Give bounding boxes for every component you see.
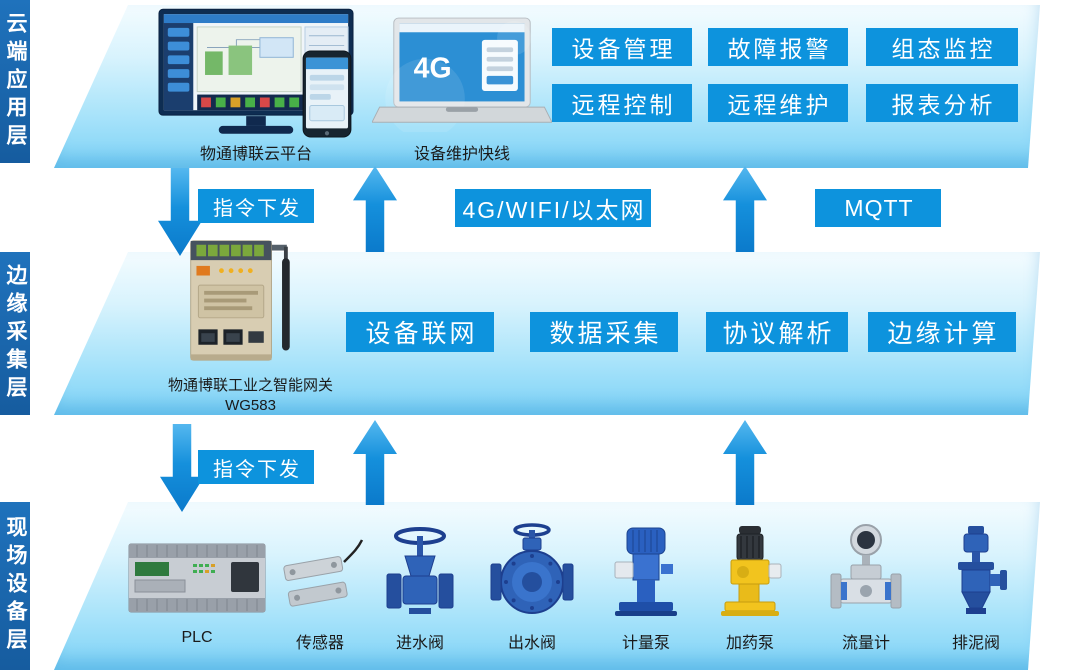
command-down-label-bottom: 指令下发 <box>198 450 314 484</box>
device-inlet-valve: 进水阀 <box>372 518 468 653</box>
cloud-button-fault-alarm: 故障报警 <box>708 28 848 66</box>
uplink-network-label: 4G/WIFI/以太网 <box>455 189 651 227</box>
cloud-platform-phone-image <box>302 50 352 138</box>
device-label-outlet-valve: 出水阀 <box>507 635 556 652</box>
edge-feature-edge-computing: 边缘计算 <box>868 312 1016 352</box>
mud-valve-image <box>941 518 1011 622</box>
phone-icon <box>302 50 352 138</box>
flow-meter-image <box>823 518 909 622</box>
gateway-icon <box>190 240 290 361</box>
butterfly-valve-icon <box>490 523 574 614</box>
sensor-image <box>274 518 366 622</box>
uplink-arrow-edge-to-cloud-1 <box>353 166 397 252</box>
plc-image <box>127 518 267 622</box>
cloud-button-report-analysis: 报表分析 <box>866 84 1018 122</box>
device-label-mud-valve: 排泥阀 <box>951 635 1000 652</box>
uplink-arrow-field-to-edge-1 <box>353 420 397 505</box>
dosing-pump-image <box>711 518 789 622</box>
metering-pump-image <box>607 518 685 622</box>
device-mud-valve: 排泥阀 <box>930 518 1022 653</box>
cloud-button-device-management: 设备管理 <box>552 28 692 66</box>
uplink-arrow-field-to-edge-2 <box>723 420 767 505</box>
gateway-caption-line2: WG583 <box>225 396 276 414</box>
gate-valve-icon <box>386 527 454 614</box>
sensor-icon <box>283 539 364 607</box>
cloud-platform-monitor-image <box>158 8 354 138</box>
cloud-button-remote-control: 远程控制 <box>552 84 692 122</box>
plc-icon <box>128 543 266 613</box>
device-sensor: 传感器 <box>272 518 368 653</box>
device-plc: PLC <box>122 518 272 647</box>
layer-label-edge: 边缘采集层 <box>0 252 30 415</box>
gateway-image <box>183 230 308 372</box>
monitor-icon <box>158 8 354 134</box>
device-label-metering-pump: 计量泵 <box>621 635 670 652</box>
device-outlet-valve: 出水阀 <box>480 518 584 653</box>
edge-feature-data-collection: 数据采集 <box>530 312 678 352</box>
laptop-icon: 4G <box>372 17 552 132</box>
cloud-platform-caption: 物通博联云平台 <box>199 146 312 163</box>
device-metering-pump: 计量泵 <box>600 518 692 653</box>
command-down-label-top: 指令下发 <box>198 189 314 223</box>
device-label-plc: PLC <box>181 629 213 646</box>
dosing-pump-icon <box>721 526 782 616</box>
mud-valve-icon <box>958 526 1007 614</box>
device-label-inlet-valve: 进水阀 <box>395 635 444 652</box>
cloud-button-remote-maintenance: 远程维护 <box>708 84 848 122</box>
device-flow-meter: 流量计 <box>818 518 914 653</box>
layer-label-field: 现场设备层 <box>0 502 30 670</box>
device-dosing-pump: 加药泵 <box>704 518 796 653</box>
gateway-caption-line1: 物通博联工业之智能网关 <box>167 377 333 394</box>
device-label-flow-meter: 流量计 <box>841 635 890 652</box>
uplink-arrow-edge-to-cloud-2 <box>723 166 767 252</box>
laptop-screen-text: 4G <box>414 53 452 85</box>
layer-label-cloud: 云端应用层 <box>0 0 30 163</box>
metering-pump-icon <box>614 527 677 616</box>
flow-meter-icon <box>830 524 902 609</box>
gateway-caption: 物通博联工业之智能网关 WG583 <box>128 376 373 415</box>
maintenance-laptop-image: 4G <box>372 14 552 132</box>
outlet-valve-image <box>485 518 579 622</box>
device-label-sensor: 传感器 <box>295 635 344 652</box>
mqtt-label: MQTT <box>815 189 941 227</box>
edge-feature-protocol-parsing: 协议解析 <box>706 312 848 352</box>
inlet-valve-image <box>379 518 461 622</box>
maintenance-service-caption: 设备维护快线 <box>413 146 510 163</box>
device-label-dosing-pump: 加药泵 <box>725 635 774 652</box>
edge-feature-device-networking: 设备联网 <box>346 312 494 352</box>
cloud-button-scada-monitoring: 组态监控 <box>866 28 1018 66</box>
